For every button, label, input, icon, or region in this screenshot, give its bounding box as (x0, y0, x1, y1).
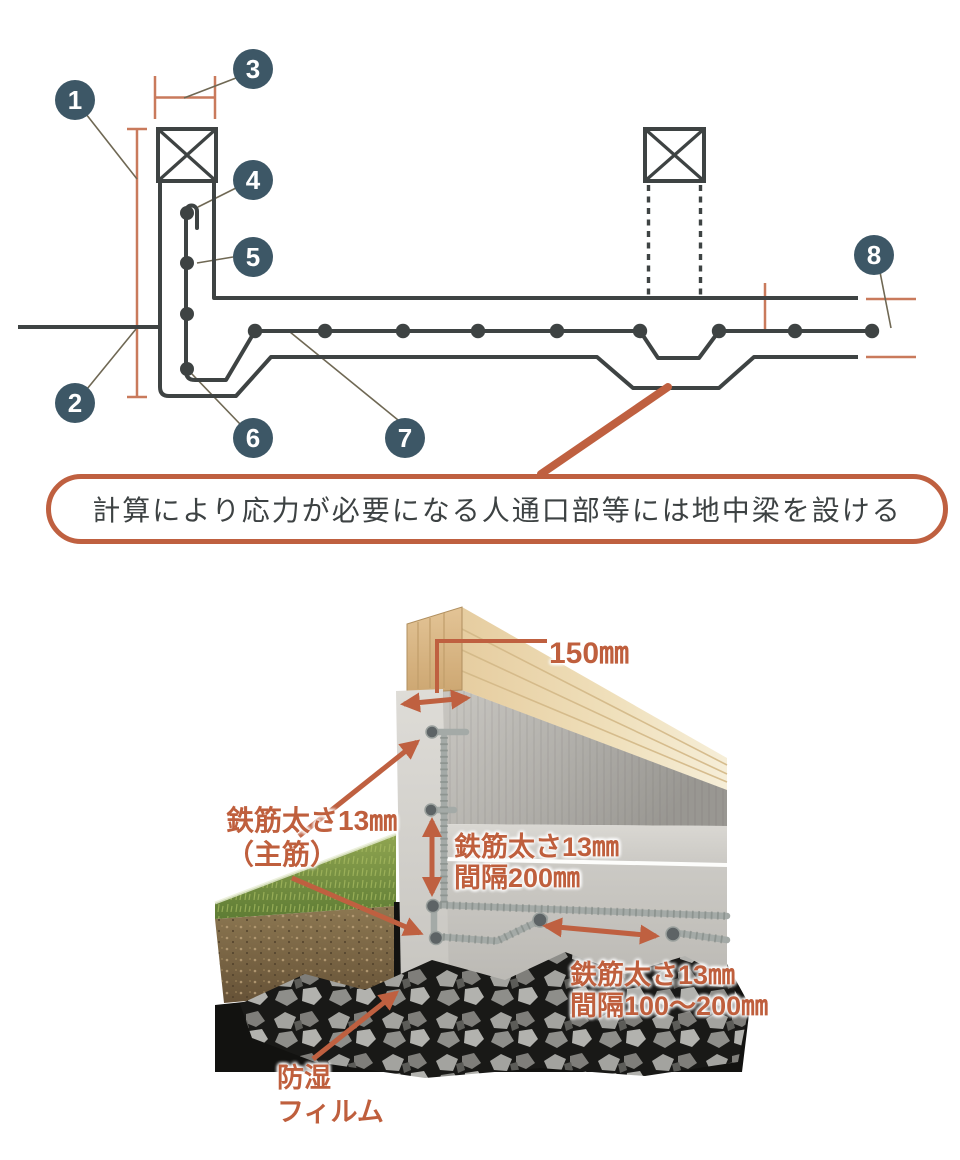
film-arrow (311, 990, 400, 1061)
wood-plank-lines (461, 628, 728, 783)
main-rebar-arrow-upper (297, 739, 421, 838)
label-main-rebar: 鉄筋太さ13㎜ （主筋） (226, 804, 397, 872)
label-moisture-film-line2: フィルム (277, 1097, 384, 1127)
slab-spacing-double-arrow (542, 917, 660, 945)
sill-symbol-left (156, 127, 218, 183)
grass-edge-highlight (214, 832, 397, 905)
foundation-photo (214, 606, 750, 1078)
label-wall-width: 150㎜ (549, 628, 629, 672)
label-wall-rebar-spacing-line2: 間隔200㎜ (454, 863, 581, 893)
foundation-outline (158, 181, 858, 398)
gravel-bed (240, 952, 748, 1078)
sill-symbol-right (643, 127, 706, 183)
sill-dashed-projection (646, 185, 703, 296)
label-wall-rebar-spacing-line1: 鉄筋太さ13㎜ (454, 832, 620, 862)
wood-sill-front (462, 607, 727, 790)
photo-rebar (424, 725, 731, 946)
dimension-marks (127, 76, 916, 399)
label-slab-rebar-spacing-line1: 鉄筋太さ13㎜ (570, 960, 736, 990)
callout-note: 計算により応力が必要になる人通口部等には地中梁を設ける (46, 474, 948, 544)
label-main-rebar-line2: （主筋） (226, 839, 339, 870)
main-rebar-arrow-lower (291, 875, 424, 936)
callout-note-text: 計算により応力が必要になる人通口部等には地中梁を設ける (92, 495, 902, 526)
rebar-end-dots (424, 725, 681, 946)
badge-5: 5 (233, 237, 273, 277)
soil-texture (215, 906, 396, 1003)
badge-1: 1 (55, 80, 95, 120)
photo-annotations (291, 639, 660, 1061)
cross-section-diagram (18, 76, 916, 478)
slab-gap-line (443, 857, 727, 867)
label-main-rebar-line1: 鉄筋太さ13㎜ (226, 805, 398, 836)
wood-sill-end (406, 606, 463, 694)
wood-grain-lines (417, 613, 445, 689)
label-wall-width-text: 150㎜ (549, 637, 630, 670)
width-dimension-bracket (435, 639, 547, 693)
badge-2: 2 (55, 383, 95, 423)
label-moisture-film-line1: 防湿 (277, 1063, 331, 1093)
rebar-line (184, 203, 875, 382)
label-slab-rebar-spacing: 鉄筋太さ13㎜ 間隔100〜200㎜ (570, 960, 768, 1022)
badge-8: 8 (854, 235, 894, 275)
badge-7: 7 (385, 418, 425, 458)
badge-3: 3 (233, 49, 273, 89)
label-moisture-film: 防湿 フィルム (277, 1061, 384, 1129)
label-wall-rebar-spacing: 鉄筋太さ13㎜ 間隔200㎜ (454, 832, 619, 894)
rebar-dots (180, 206, 880, 376)
wall-texture (443, 689, 727, 826)
grass-texture (215, 834, 396, 919)
badge-6: 6 (233, 418, 273, 458)
slab-top-surface (443, 824, 727, 864)
label-slab-rebar-spacing-line2: 間隔100〜200㎜ (570, 991, 769, 1021)
badge-4: 4 (233, 160, 273, 200)
width-double-arrow (400, 689, 471, 713)
callout-pointer (537, 383, 672, 478)
